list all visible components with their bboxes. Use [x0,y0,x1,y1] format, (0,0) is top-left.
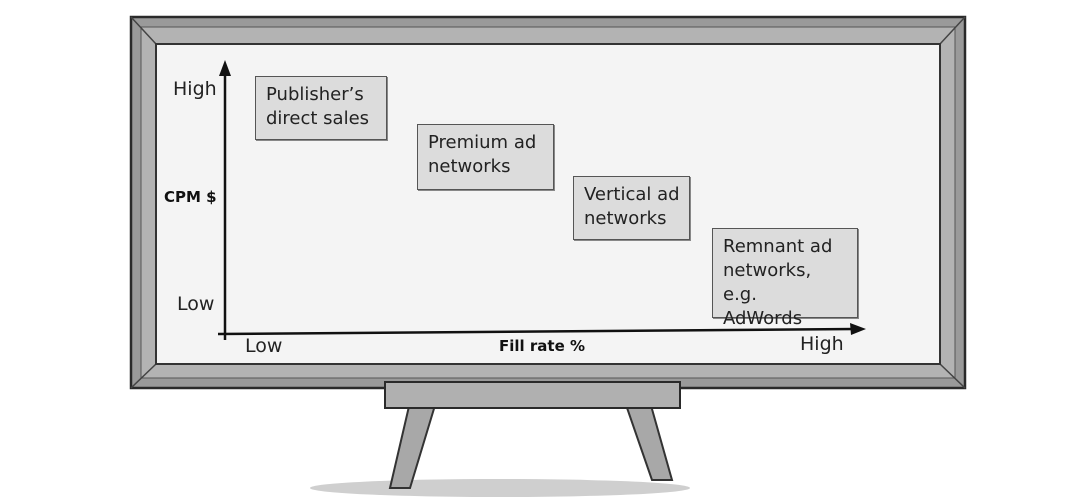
y-axis-high-label: High [173,78,217,100]
bevel-line [939,363,966,389]
bevel-line [130,16,157,45]
x-axis-title: Fill rate % [499,337,586,355]
y-axis-arrowhead [219,60,231,76]
x-axis-high-label: High [800,333,844,355]
bevel-line [939,16,966,45]
note-publishers-direct-sales: Publisher’s direct sales [255,76,387,140]
board-tray [384,381,681,409]
easel-leg-left [388,401,438,489]
bevel-line [130,363,157,389]
y-axis-title: CPM $ [164,188,217,206]
easel-leg-right [623,401,674,481]
note-vertical-ad-networks: Vertical ad networks [573,176,690,240]
y-axis-low-label: Low [177,293,215,315]
x-axis-line [217,327,856,336]
x-axis-arrowhead [850,323,866,335]
note-remnant-ad-networks: Remnant ad networks, e.g. AdWords [712,228,858,329]
floor-shadow [310,479,690,497]
note-premium-ad-networks: Premium ad networks [417,124,554,190]
x-axis-low-label: Low [245,335,283,357]
